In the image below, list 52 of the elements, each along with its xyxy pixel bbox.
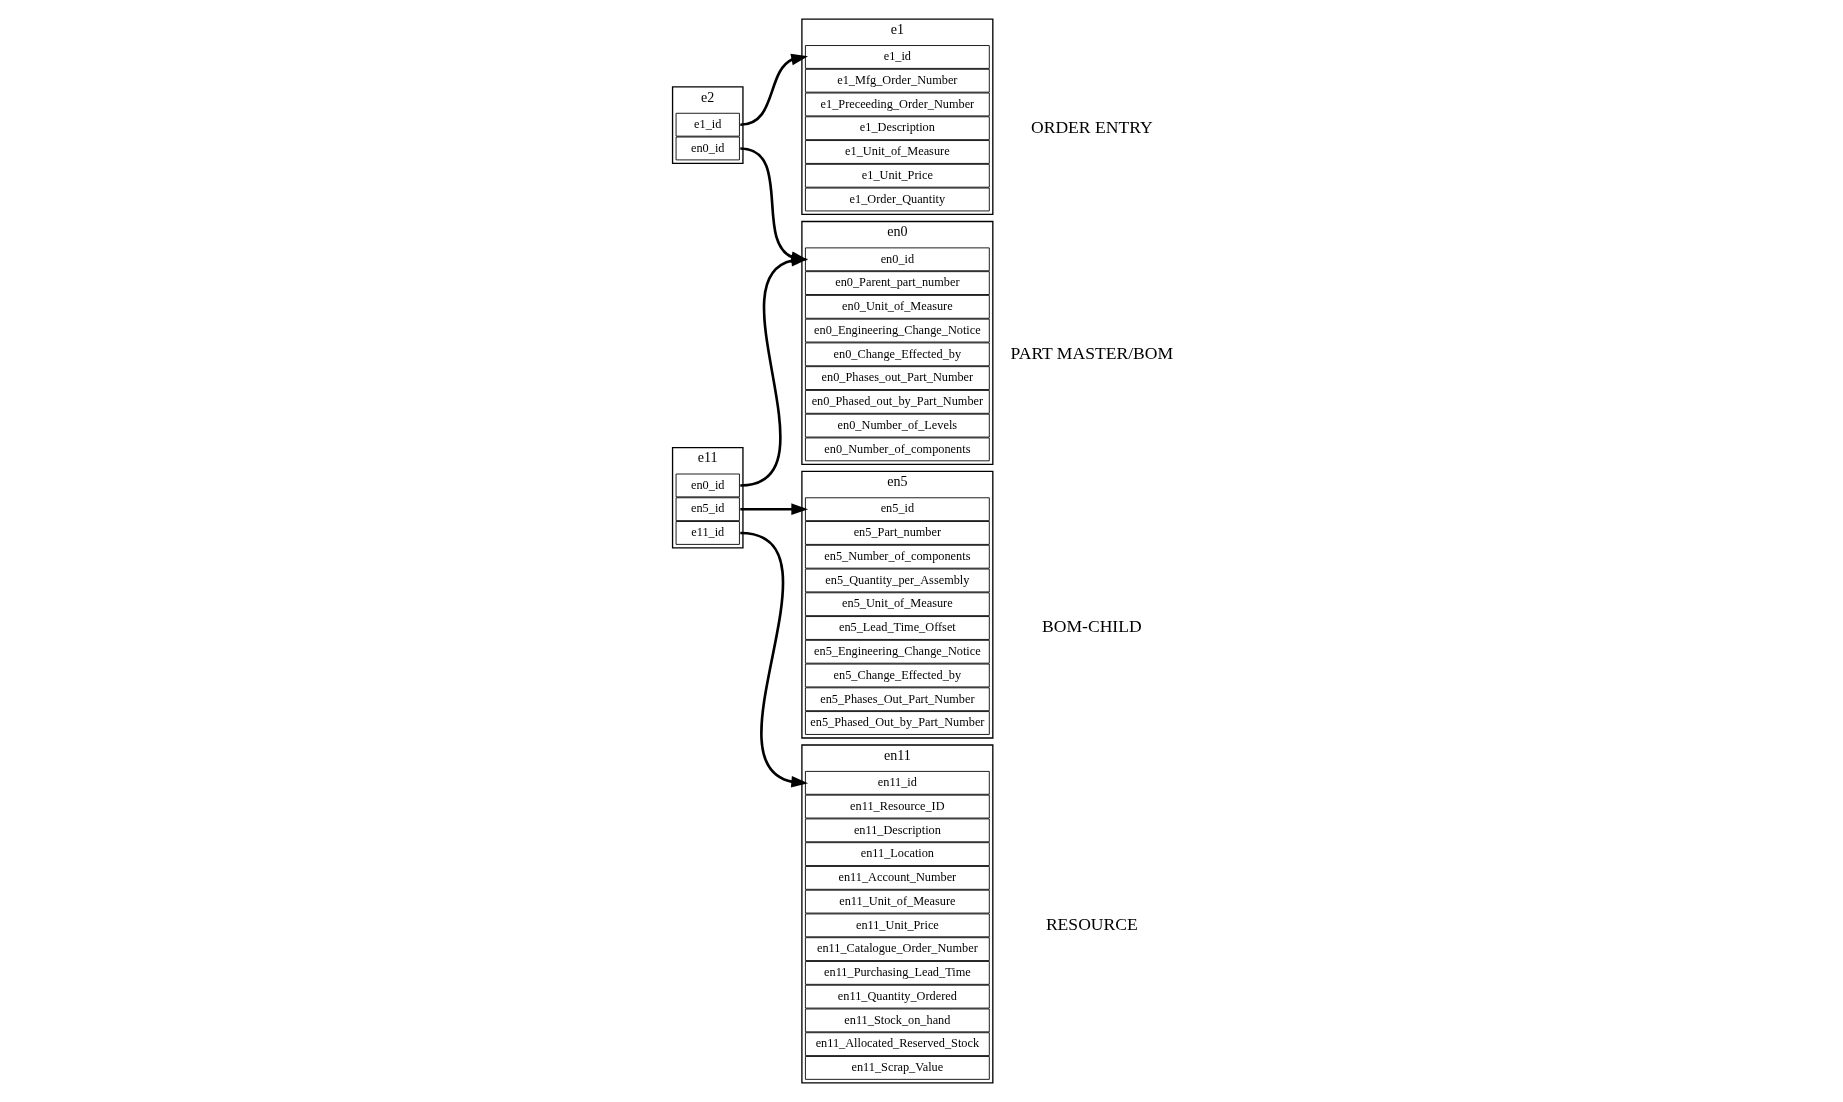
node-box: en11_Catalogue_Order_Number: [804, 937, 990, 962]
node-box: e1_Mfg_Order_Number: [804, 68, 990, 93]
arrow: [739, 531, 808, 788]
node-box: en0_Engineering_Change_Notice: [804, 318, 990, 343]
node-box: en5_Engineering_Change_Notice: [804, 639, 990, 664]
node-label: RESOURCE: [1045, 913, 1138, 934]
node-box: en5_Unit_of_Measure: [804, 592, 990, 617]
node-box: en0_id: [804, 247, 990, 272]
node-box: en0_Parent_part_number: [804, 271, 990, 295]
node-label: ORDER ENTRY: [1030, 116, 1153, 137]
node-label: BOM-CHILD: [1041, 616, 1142, 637]
node-box: en11_Unit_Price: [804, 913, 990, 938]
node-box: e1_Preceeding_Order_Number: [804, 92, 990, 117]
node-box: en5_Number_of_components: [804, 544, 990, 569]
arrow: [739, 503, 808, 516]
node-box: en11_Allocated_Reserved_Stock: [804, 1032, 990, 1057]
node-box: en0_Phases_out_Part_Number: [804, 366, 990, 390]
node-label: PART MASTER/BOM: [1010, 342, 1173, 363]
node-box: en5_Quantity_per_Assembly: [804, 568, 990, 593]
node-box: en0_Phased_out_by_Part_Number: [804, 390, 990, 414]
node-box: en0_Number_of_Levels: [804, 413, 990, 438]
node-box: e1_id: [804, 45, 990, 69]
node-box: e1_Unit_of_Measure: [804, 140, 990, 164]
node-box: en11_Purchasing_Lead_Time: [804, 961, 990, 985]
node-box: en0_Change_Effected_by: [804, 342, 990, 367]
node-box: en5_id: [675, 497, 740, 522]
node-box: e1_Description: [804, 116, 990, 141]
arrow: [739, 254, 808, 487]
node-box: en11_Resource_ID: [804, 794, 990, 819]
node-box: en11_Stock_on_hand: [804, 1008, 990, 1033]
node-box: en5_Part_number: [804, 521, 990, 545]
node-box: en0_Number_of_components: [804, 437, 990, 462]
node-box: en5_Change_Effected_by: [804, 663, 990, 688]
node-box: en5_id: [804, 497, 990, 522]
node-box: en11_Location: [804, 842, 990, 866]
node-box: en11_Scrap_Value: [804, 1056, 990, 1080]
node-box: en5_Phased_Out_by_Part_Number: [804, 711, 990, 735]
node-box: e1_id: [675, 112, 740, 137]
node-box: e1_Unit_Price: [804, 163, 990, 188]
node-box: en11_Description: [804, 818, 990, 843]
node-box: en0_id: [675, 473, 740, 498]
node-box: en11_id: [804, 770, 990, 795]
arrow: [739, 53, 808, 126]
node-box: e11_id: [675, 521, 740, 545]
node-box: en0_id: [675, 136, 740, 161]
node-box: en11_Unit_of_Measure: [804, 889, 990, 914]
node-box: en11_Account_Number: [804, 866, 990, 890]
node-box: en11_Quantity_Ordered: [804, 984, 990, 1009]
node-box: e1_Order_Quantity: [804, 187, 990, 212]
node-box: en5_Phases_Out_Part_Number: [804, 687, 990, 712]
node-box: en5_Lead_Time_Offset: [804, 616, 990, 640]
node-box: en0_Unit_of_Measure: [804, 294, 990, 319]
